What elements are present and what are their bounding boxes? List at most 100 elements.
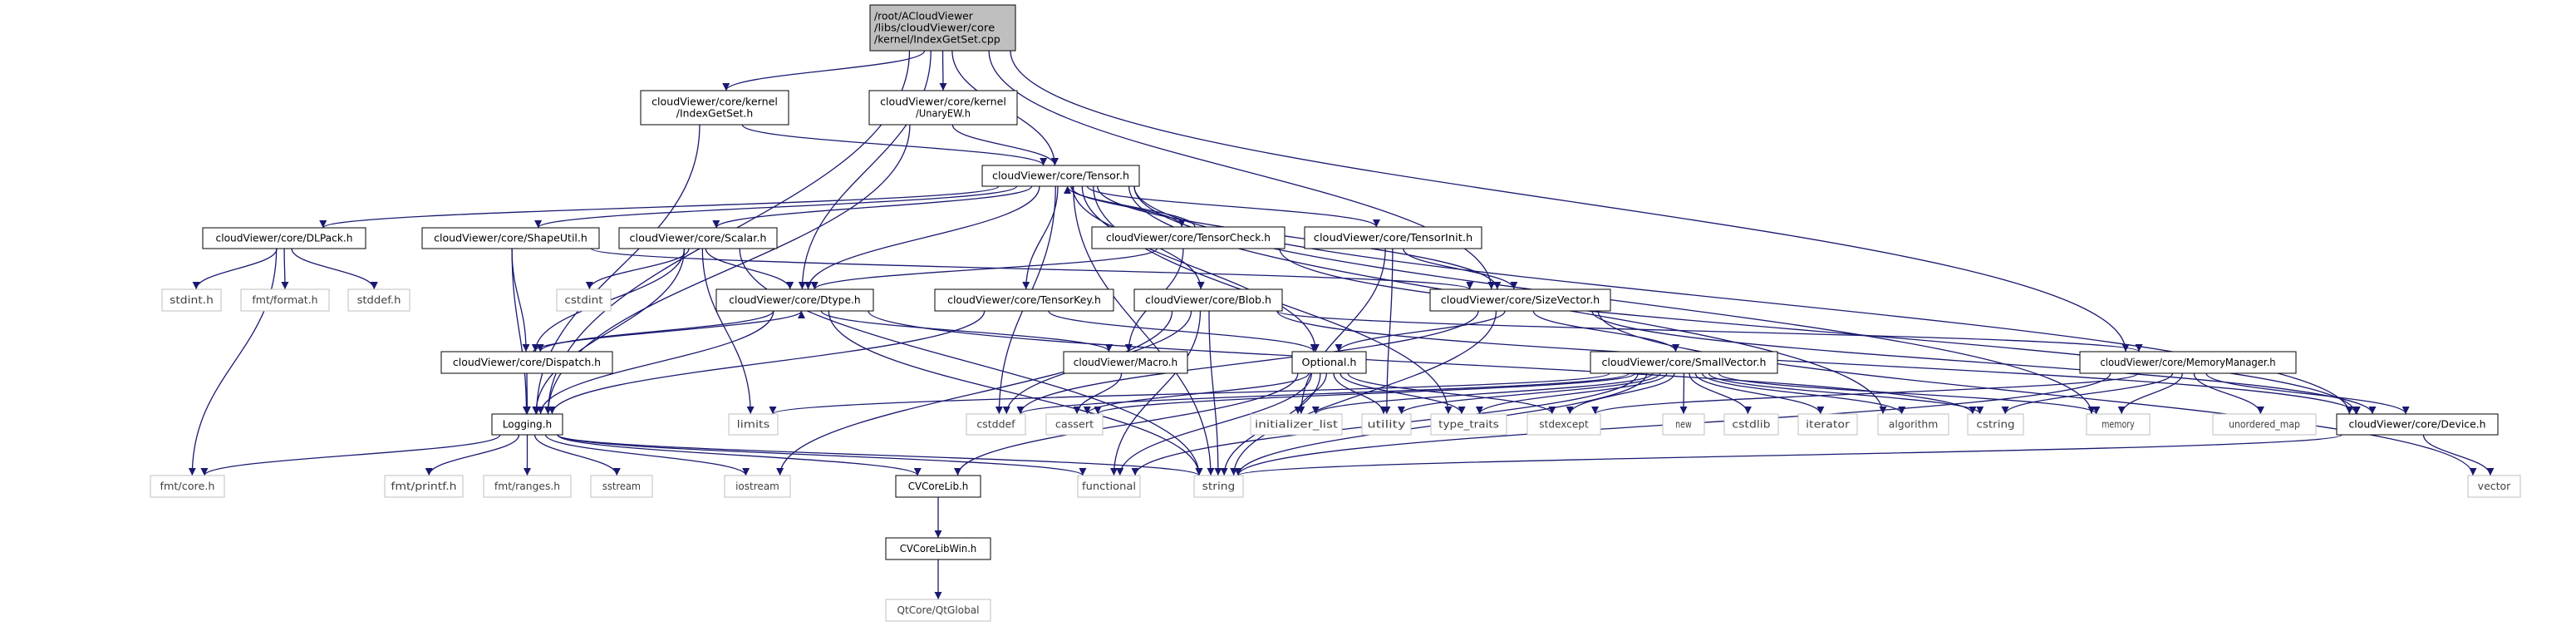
node-fmtranges: fmt/ranges.h xyxy=(483,475,572,498)
node-box xyxy=(440,351,613,374)
node-box xyxy=(1304,226,1482,249)
edge-sizevec-to-cstddef xyxy=(1016,310,1479,415)
node-label: cloudViewer/core/TensorInit.h xyxy=(1314,232,1472,244)
node-label: fmt/format.h xyxy=(252,294,317,306)
node-box xyxy=(895,475,981,498)
node-memmgr[interactable]: cloudViewer/core/MemoryManager.h xyxy=(2079,351,2297,374)
edge-dtype-to-logging xyxy=(537,310,774,415)
edge-tensor-to-shapeutil xyxy=(534,185,1018,229)
node-box xyxy=(728,413,779,436)
node-label: utility xyxy=(1367,419,1405,431)
node-scalar[interactable]: cloudViewer/core/Scalar.h xyxy=(618,227,778,249)
node-logging[interactable]: Logging.h xyxy=(491,413,563,436)
edge-optional-to-typetraits xyxy=(1340,372,1466,415)
node-label: /libs/cloudViewer/core xyxy=(874,22,995,34)
node-typetraits: type_traits xyxy=(1430,413,1507,436)
node-fmtcore: fmt/core.h xyxy=(150,475,225,498)
node-label: initializer_list xyxy=(1255,419,1338,431)
edge-tinit-to-initlist xyxy=(1297,248,1386,415)
node-igs[interactable]: cloudViewer/core/kernel/IndexGetSet.h xyxy=(640,90,789,126)
node-tcheck[interactable]: cloudViewer/core/TensorCheck.h xyxy=(1091,226,1286,249)
edge-memmgr-to-device xyxy=(2205,372,2410,415)
node-label: stdint.h xyxy=(170,294,214,306)
node-box xyxy=(1361,413,1412,436)
edge-dlpack-to-fmtcore xyxy=(188,248,278,476)
edge-scalar-to-cstdint xyxy=(585,248,690,290)
edge-smallvec-to-cassert xyxy=(1094,372,1636,415)
node-uew[interactable]: cloudViewer/core/kernel/UnaryEW.h xyxy=(868,90,1018,126)
node-device[interactable]: cloudViewer/core/Device.h xyxy=(2336,413,2499,436)
edge-smallvec-to-memory xyxy=(1718,372,2101,415)
node-dtype[interactable]: cloudViewer/core/Dtype.h xyxy=(715,288,874,312)
node-box xyxy=(885,537,991,560)
node-label: cloudViewer/core/kernel xyxy=(651,96,778,108)
node-label: cstddef xyxy=(976,419,1015,431)
node-macro[interactable]: cloudViewer/Macro.h xyxy=(1063,351,1188,374)
node-string: string xyxy=(1193,475,1244,498)
node-box xyxy=(240,288,330,312)
node-label: CVCoreLib.h xyxy=(908,481,969,492)
node-iostream: iostream xyxy=(724,475,791,498)
node-cstring: cstring xyxy=(1967,413,2024,436)
edge-logging-to-cvcorelib xyxy=(557,434,922,476)
node-fmtformat: fmt/format.h xyxy=(240,288,330,312)
node-box xyxy=(1091,226,1286,249)
node-fmtprintf: fmt/printf.h xyxy=(384,475,464,498)
node-sstream: sstream xyxy=(590,475,653,498)
node-label: Optional.h xyxy=(1302,357,1357,368)
node-label: iterator xyxy=(1806,419,1850,431)
edge-smallvec-to-stdexcept xyxy=(1566,372,1675,415)
edge-tensor-to-scalar xyxy=(712,185,1033,229)
node-smallvec[interactable]: cloudViewer/core/SmallVector.h xyxy=(1590,351,1778,374)
node-label: cstdlib xyxy=(1732,419,1770,431)
node-label: string xyxy=(1202,481,1236,492)
edge-root-to-memmgr xyxy=(1010,50,2130,352)
edge-device-to-string xyxy=(1235,434,2342,476)
node-cvcorelibwin[interactable]: CVCoreLibWin.h xyxy=(885,537,991,560)
node-blob[interactable]: cloudViewer/core/Blob.h xyxy=(1133,288,1283,312)
node-box xyxy=(483,475,572,498)
edge-tcheck-to-tensor xyxy=(1064,185,1196,228)
node-label: algorithm xyxy=(1889,419,1938,431)
node-optional[interactable]: Optional.h xyxy=(1291,351,1367,374)
node-box xyxy=(715,288,874,312)
node-tinit[interactable]: cloudViewer/core/TensorInit.h xyxy=(1304,226,1482,249)
node-box xyxy=(1291,351,1367,374)
node-label: cloudViewer/core/Tensor.h xyxy=(992,170,1129,182)
node-box xyxy=(2079,351,2297,374)
node-label: cloudViewer/Macro.h xyxy=(1074,357,1177,368)
node-box xyxy=(1967,413,2024,436)
node-box xyxy=(618,227,778,249)
node-label: CVCoreLibWin.h xyxy=(900,543,976,555)
node-dlpack[interactable]: cloudViewer/core/DLPack.h xyxy=(202,227,366,249)
node-box xyxy=(1723,413,1779,436)
node-label: cloudViewer/core/SizeVector.h xyxy=(1441,294,1600,306)
node-label: cloudViewer/core/Scalar.h xyxy=(630,233,767,244)
node-memory: memory xyxy=(2086,413,2151,436)
node-box xyxy=(640,90,789,126)
node-box xyxy=(1526,413,1601,436)
node-functional: functional xyxy=(1077,475,1141,498)
node-box xyxy=(981,165,1140,187)
node-box xyxy=(869,4,1016,52)
node-shapeutil[interactable]: cloudViewer/core/ShapeUtil.h xyxy=(421,227,600,249)
node-dispatch[interactable]: cloudViewer/core/Dispatch.h xyxy=(440,351,613,374)
edge-smallvec-to-cstddef xyxy=(1016,372,1630,415)
edge-root-to-dtype xyxy=(798,50,932,290)
edge-smallvec-to-initlist xyxy=(1311,372,1654,415)
edge-tcheck-to-dtype xyxy=(810,248,1158,290)
node-box xyxy=(1077,475,1141,498)
node-tensor[interactable]: cloudViewer/core/Tensor.h xyxy=(981,165,1140,187)
node-label: sstream xyxy=(602,481,641,492)
edge-smallvec-to-utility xyxy=(1398,372,1661,415)
edge-igs-to-tensor xyxy=(741,124,1048,166)
edge-tensor-to-tkey xyxy=(1022,185,1059,290)
node-tkey[interactable]: cloudViewer/core/TensorKey.h xyxy=(934,288,1114,312)
edge-blob-to-iostream xyxy=(776,310,1173,476)
node-root[interactable]: /root/ACloudViewer/libs/cloudViewer/core… xyxy=(869,4,1016,52)
edge-blob-to-device xyxy=(1276,310,2361,415)
node-cvcorelib[interactable]: CVCoreLib.h xyxy=(895,475,981,498)
edge-memmgr-to-stdexcept xyxy=(1591,372,2139,415)
node-sizevec[interactable]: cloudViewer/core/SizeVector.h xyxy=(1429,288,1611,312)
